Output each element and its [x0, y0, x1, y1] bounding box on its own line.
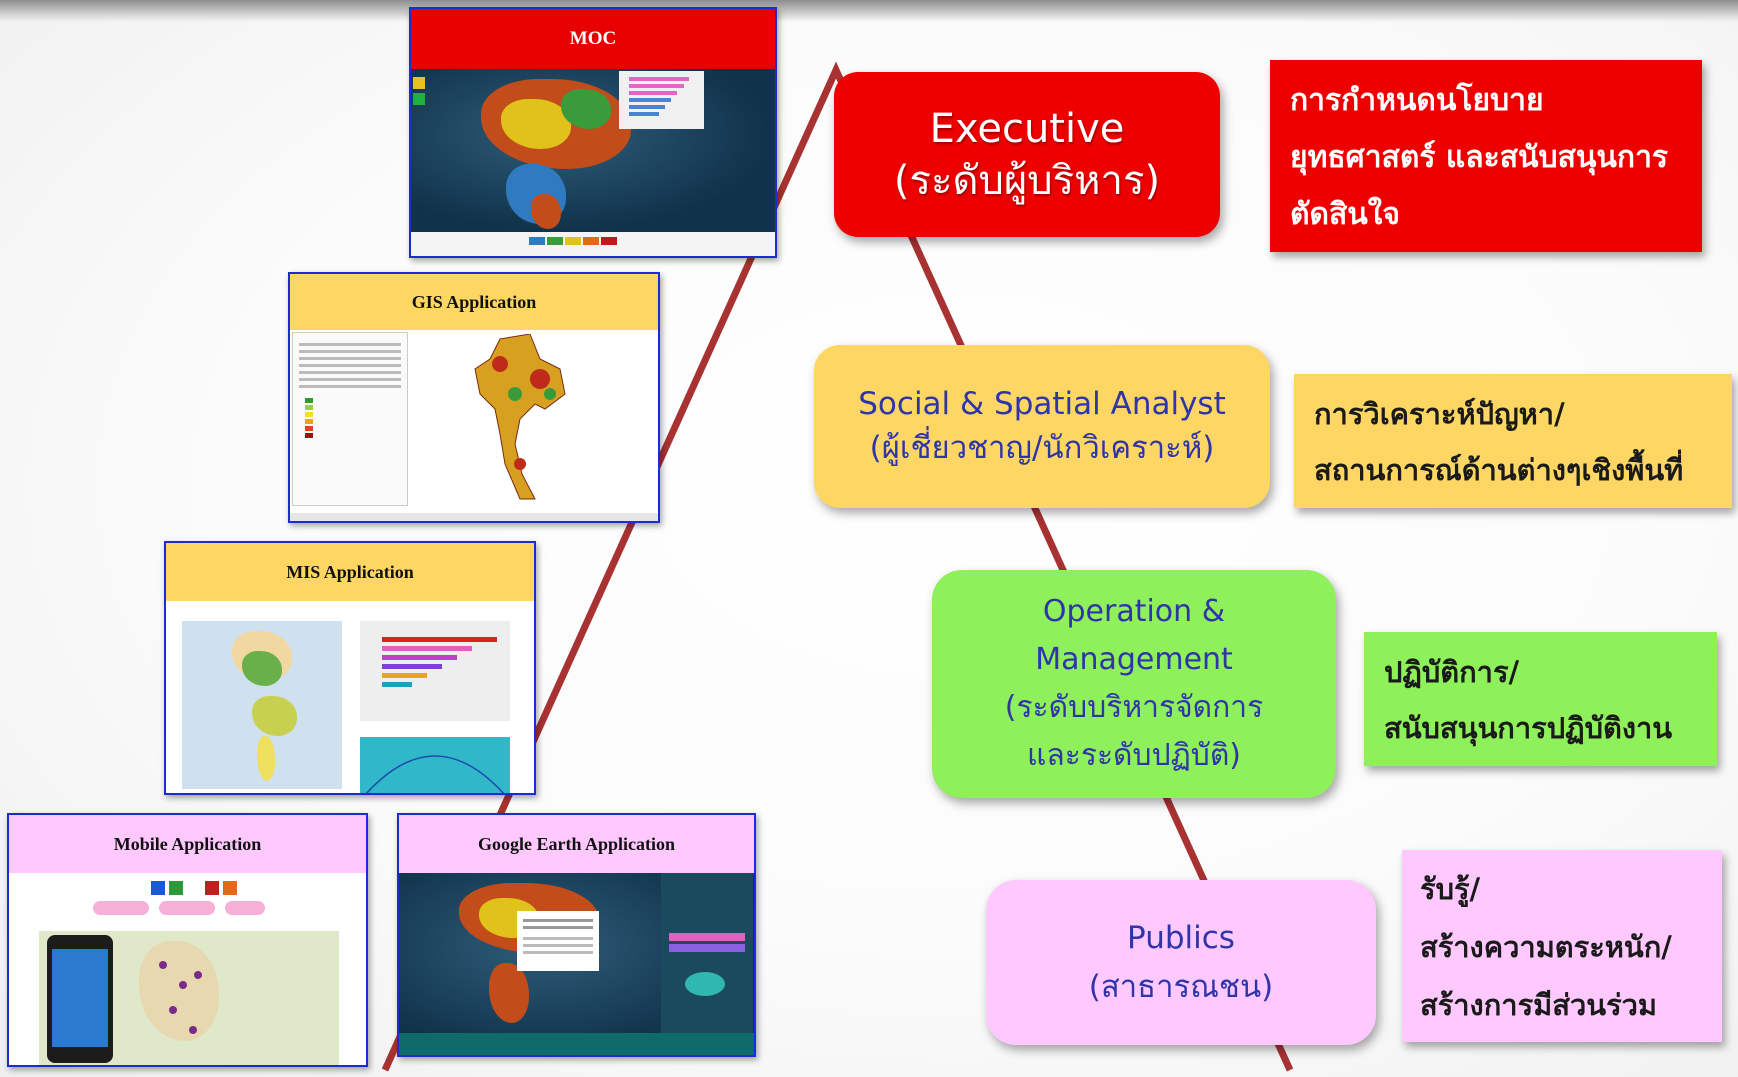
executive-description-line-3: ตัดสินใจ: [1290, 197, 1401, 232]
google-earth-popup: [517, 911, 599, 971]
mis-map: [182, 621, 342, 789]
google-earth-header: Google Earth Application: [399, 815, 754, 873]
publics-description-line-3: สร้างการมีส่วนร่วม: [1420, 988, 1658, 1022]
operation-description-line-2: สนับสนุนการปฏิบัติงาน: [1384, 711, 1673, 745]
moc-bar-panel: [619, 71, 704, 129]
mis-app-body: [166, 601, 534, 793]
executive-description-line-1: การกำหนดนโยบาย: [1290, 83, 1544, 118]
analyst-title: Social & Spatial Analyst: [858, 386, 1226, 423]
level-operation: Operation & Management (ระดับบริหารจัดกา…: [932, 570, 1336, 798]
level-publics: Publics (สาธารณชน): [986, 880, 1376, 1045]
moc-legend-strip: [411, 232, 775, 256]
gis-header: GIS Application: [290, 274, 658, 330]
moc-title: MOC: [569, 28, 617, 49]
mis-header: MIS Application: [166, 543, 534, 601]
publics-description-line-1: รับรู้/: [1420, 872, 1481, 906]
operation-title-line-2: Management: [1035, 642, 1233, 677]
mobile-app-body: [9, 873, 366, 1065]
moc-header: MOC: [411, 9, 775, 69]
mis-title: MIS Application: [286, 561, 414, 582]
publics-title: Publics: [1127, 920, 1235, 957]
executive-description-line-2: ยุทธศาสตร์ และสนับสนุนการ: [1290, 140, 1669, 175]
moc-screenshot: MOC: [409, 7, 777, 258]
operation-subtitle-line-1: (ระดับบริหารจัดการ: [1004, 690, 1264, 725]
mobile-phone-image: [47, 935, 113, 1063]
operation-subtitle-line-2: และระดับปฏิบัติ): [1027, 738, 1241, 773]
analyst-description-line-2: สถานการณ์ด้านต่างๆเชิงพื้นที่: [1314, 453, 1684, 487]
level-executive: Executive (ระดับผู้บริหาร): [834, 72, 1220, 237]
gis-screenshot: GIS Application: [288, 272, 660, 523]
google-earth-screenshot: Google Earth Application: [397, 813, 756, 1057]
mobile-screenshot: Mobile Application: [7, 813, 368, 1067]
mis-curve-chart: [360, 737, 510, 793]
publics-description: รับรู้/ สร้างความตระหนัก/ สร้างการมีส่วน…: [1402, 850, 1722, 1042]
google-earth-side-panel: [661, 873, 753, 1055]
google-earth-title: Google Earth Application: [477, 833, 675, 854]
mobile-title: Mobile Application: [113, 833, 262, 854]
operation-description-line-1: ปฏิบัติการ/: [1384, 655, 1520, 689]
moc-map: [411, 69, 775, 232]
publics-description-line-2: สร้างความตระหนัก/: [1420, 930, 1672, 964]
mobile-header: Mobile Application: [9, 815, 366, 873]
analyst-description-line-1: การวิเคราะห์ปัญหา/: [1314, 397, 1565, 431]
mis-screenshot: MIS Application: [164, 541, 536, 795]
analyst-description: การวิเคราะห์ปัญหา/ สถานการณ์ด้านต่างๆเชิ…: [1294, 374, 1732, 508]
publics-subtitle: (สาธารณชน): [1088, 968, 1274, 1005]
executive-description: การกำหนดนโยบาย ยุทธศาสตร์ และสนับสนุนการ…: [1270, 60, 1702, 252]
level-analyst: Social & Spatial Analyst (ผู้เชี่ยวชาญ/น…: [814, 345, 1270, 508]
gis-title: GIS Application: [411, 291, 537, 312]
operation-title-line-1: Operation &: [1042, 594, 1226, 629]
gis-thailand-map: [474, 334, 566, 500]
gis-app-body: [290, 330, 658, 521]
operation-description: ปฏิบัติการ/ สนับสนุนการปฏิบัติงาน: [1364, 632, 1717, 766]
mis-bar-chart: [360, 621, 510, 721]
analyst-subtitle: (ผู้เชี่ยวชาญ/นักวิเคราะห์): [869, 429, 1215, 466]
google-earth-map: [399, 873, 754, 1055]
executive-subtitle: (ระดับผู้บริหาร): [893, 157, 1161, 204]
gis-layer-panel: [292, 332, 408, 506]
executive-title: Executive: [929, 105, 1125, 152]
